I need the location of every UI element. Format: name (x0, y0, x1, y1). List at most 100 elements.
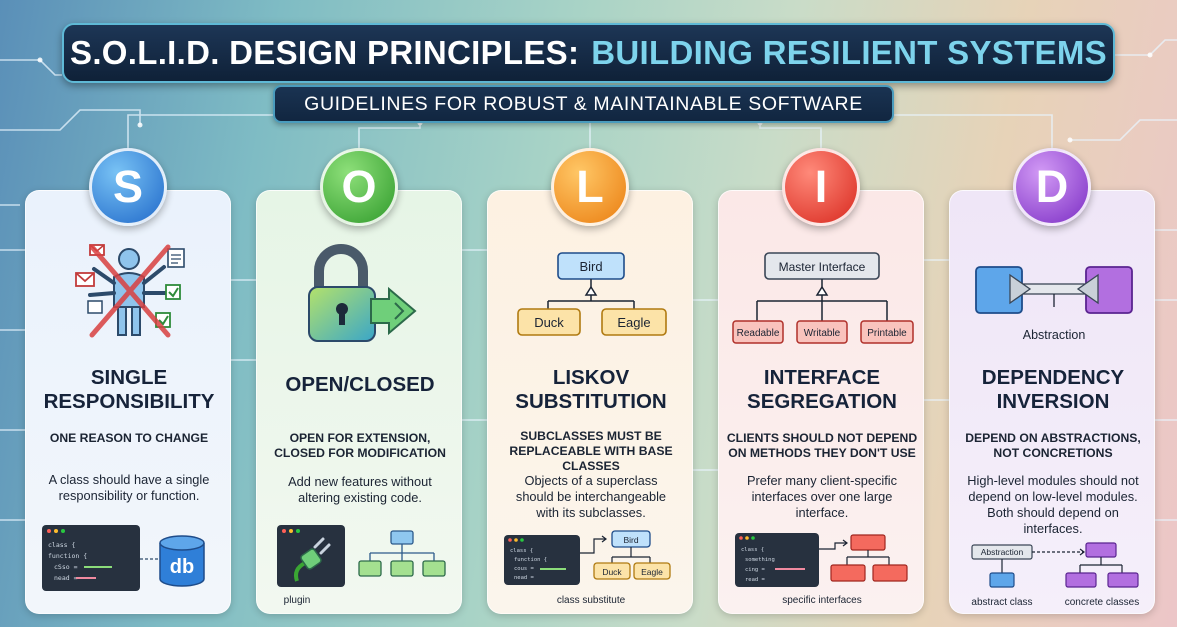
principle-name-line1: LISKOV (552, 366, 630, 389)
subclass-label-2: Eagle (617, 315, 650, 330)
principle-name-line1: DEPENDENCY (981, 366, 1125, 389)
interface-label-2: Writable (804, 328, 841, 339)
card-open-closed: OPEN/CLOSED OPEN FOR EXTENSION, CLOSED F… (256, 190, 462, 614)
principle-desc-line2: altering existing code. (298, 490, 422, 505)
specific-interfaces-label: specific interfaces (782, 595, 861, 606)
card-single-responsibility: SINGLE RESPONSIBILITY ONE REASON TO CHAN… (25, 190, 231, 614)
code-line3: cous = (514, 566, 535, 572)
principle-tagline-line3: CLASSES (562, 459, 620, 473)
abstract-concrete-illustration: Abstraction abstract class concrete clas… (950, 519, 1156, 611)
principle-tagline-line2: REPLACEABLE WITH BASE (509, 444, 673, 458)
principle-name-line1: SINGLE (90, 366, 168, 389)
principle-name-line2: SUBSTITUTION (515, 390, 667, 413)
plugin-label: plugin (284, 595, 311, 606)
principle-desc-line1: A class should have a single (48, 472, 210, 487)
inheritance-arrow-icon (584, 285, 598, 296)
principle-tagline-line1: CLIENTS SHOULD NOT DEPEND (726, 431, 918, 445)
sub-child-label-1: Duck (602, 567, 622, 577)
principle-desc-line3: interface. (795, 505, 849, 520)
title-banner: S.O.L.I.D. DESIGN PRINCIPLES: BUILDING R… (62, 23, 1115, 83)
specific-interfaces-illustration: class { something cing = read = specific… (719, 519, 925, 611)
database-label: db (170, 556, 194, 578)
principle-desc-line2: should be interchangeable (515, 489, 667, 504)
principle-tagline-line1: OPEN FOR EXTENSION, (289, 431, 431, 445)
interface-label-3: Printable (867, 328, 907, 339)
letter-badge-s: S (89, 148, 167, 226)
principle-name-line1: INTERFACE (763, 366, 881, 389)
sub-child-label-2: Eagle (641, 567, 663, 577)
principle-name-line2: INVERSION (996, 390, 1110, 413)
cross-out-mark (89, 244, 171, 338)
class-substitute-illustration: class { function { cous = nead = Bird Du… (488, 519, 694, 611)
code-line4: read = (745, 577, 766, 583)
subtitle-text: GUIDELINES FOR ROBUST & MAINTAINABLE SOF… (304, 92, 863, 115)
principle-desc-line1: High-level modules should not (967, 473, 1139, 488)
code-line1: class { (48, 541, 75, 549)
principle-desc-line2: depend on low-level modules. (968, 489, 1138, 504)
database-icon: db (159, 535, 205, 587)
code-window (42, 525, 140, 591)
padlock-icon (308, 244, 376, 342)
title-highlight: BUILDING RESILIENT SYSTEMS (591, 34, 1107, 71)
concrete-classes-label: concrete classes (1065, 597, 1139, 608)
base-class-label: Bird (579, 259, 602, 274)
principle-tagline-line1: SUBCLASSES MUST BE (520, 429, 662, 443)
code-window (735, 533, 819, 587)
module-tree-icon (358, 530, 446, 577)
interface-arrow-icon (815, 285, 829, 296)
interface-label-1: Readable (737, 328, 780, 339)
code-line2: function { (514, 557, 547, 563)
letter-badge-d: D (1013, 148, 1091, 226)
principle-tagline-line2: NOT CONCRETIONS (993, 446, 1113, 460)
principle-tagline: ONE REASON TO CHANGE (49, 431, 209, 445)
principle-tagline-line1: DEPEND ON ABSTRACTIONS, (965, 431, 1141, 445)
subtitle-banner: GUIDELINES FOR ROBUST & MAINTAINABLE SOF… (273, 85, 894, 123)
arrow-extension-icon (370, 286, 417, 336)
principle-tagline-line2: CLOSED FOR MODIFICATION (274, 446, 446, 460)
abstract-class-label: abstract class (971, 597, 1032, 608)
padlock-illustration (257, 237, 463, 349)
principle-desc-line1: Add new features without (288, 474, 432, 489)
code-database-illustration: class { function { cSso = nead = db (26, 519, 232, 611)
principle-desc-line3: Both should depend on (987, 505, 1119, 520)
letter-badge-i: I (782, 148, 860, 226)
card-liskov-substitution: Bird Duck Eagle LISKOV SUBSTITUTION SUBC… (487, 190, 693, 614)
abstraction-diagram: Abstraction (950, 237, 1156, 349)
code-line2: something (745, 557, 775, 563)
subclass-box-2 (601, 308, 667, 336)
plugin-illustration: plugin (257, 519, 463, 611)
sub-base-label: Bird (623, 535, 638, 545)
principle-desc-line1: Prefer many client-specific (746, 473, 898, 488)
card-interface-segregation: Master Interface Readable Writable Print… (718, 190, 924, 614)
letter-badge-l: L (551, 148, 629, 226)
principle-desc-line1: Objects of a superclass (524, 473, 658, 488)
abstraction-box-label: Abstraction (981, 547, 1024, 557)
overloaded-person-illustration (26, 237, 232, 349)
code-line3: cSso = (54, 563, 78, 571)
principle-desc-line2: interfaces over one large (751, 489, 893, 504)
principle-tagline-line2: ON METHODS THEY DON'T USE (728, 446, 916, 460)
letter-badge-o: O (320, 148, 398, 226)
code-line1: class { (510, 548, 533, 554)
document-icon (87, 248, 185, 314)
principle-desc-line4: interfaces. (1023, 521, 1083, 536)
card-dependency-inversion: Abstraction DEPENDENCY INVERSION DEPEND … (949, 190, 1155, 614)
code-window (504, 535, 580, 585)
code-line3: cing = (745, 567, 766, 573)
plug-icon (294, 537, 331, 582)
title-primary: S.O.L.I.D. DESIGN PRINCIPLES: (70, 34, 580, 71)
code-line4: nead = (514, 575, 535, 581)
abstraction-label: Abstraction (1023, 328, 1086, 342)
envelope-icon (75, 244, 105, 287)
inheritance-diagram: Bird Duck Eagle (488, 237, 694, 349)
code-line4: nead = (54, 574, 78, 582)
subclass-box-1 (517, 308, 581, 336)
interface-diagram: Master Interface Readable Writable Print… (719, 237, 925, 349)
code-line2: function { (48, 552, 87, 560)
principle-name-line2: RESPONSIBILITY (43, 390, 215, 413)
class-substitute-label: class substitute (557, 595, 626, 606)
subclass-label-1: Duck (534, 315, 564, 330)
master-interface-label: Master Interface (779, 260, 866, 274)
principle-name-line1: OPEN/CLOSED (285, 373, 435, 396)
